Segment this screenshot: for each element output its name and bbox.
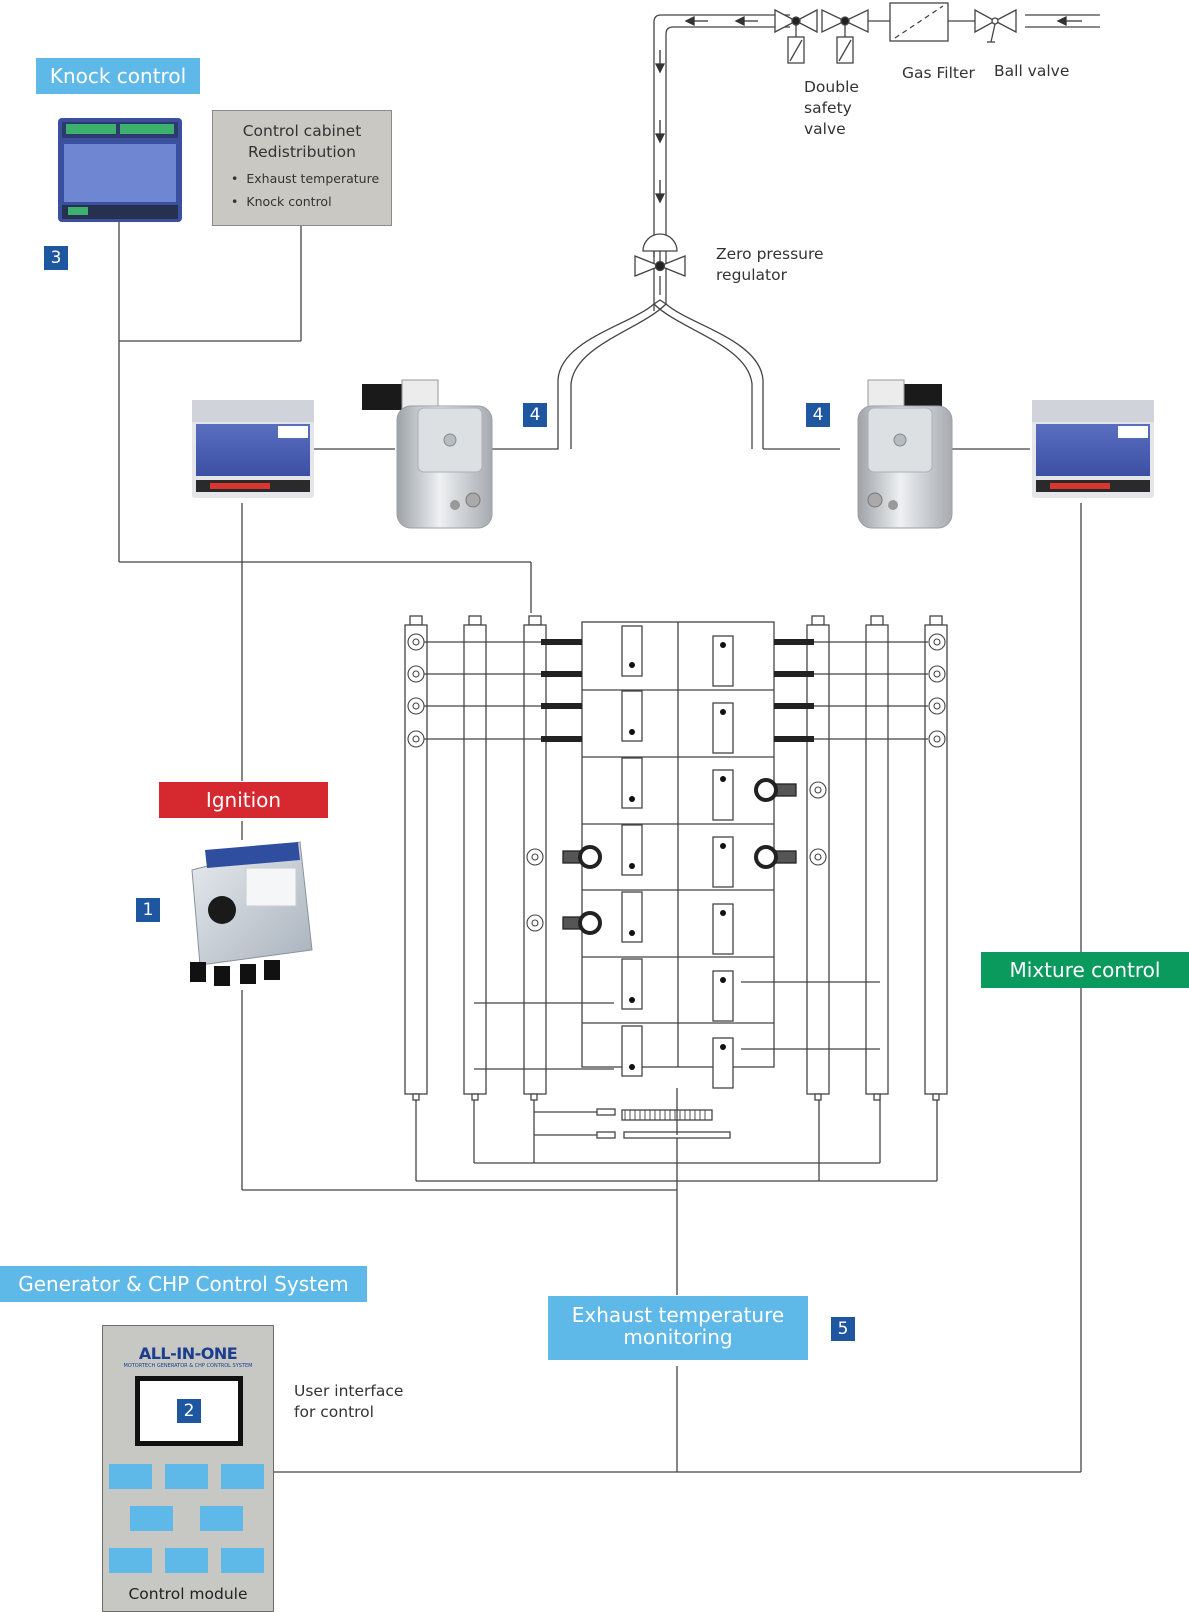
piston-dots	[629, 642, 726, 1070]
ignition-label: Ignition	[159, 782, 328, 818]
double-valve-line1: Double	[804, 78, 859, 96]
mixture-controller-device-left	[192, 400, 314, 498]
marker-1: 1	[136, 898, 160, 922]
control-module-screen: 2	[135, 1376, 243, 1446]
gas-mixer-valve-right	[857, 379, 953, 529]
regulator-line2: regulator	[716, 266, 787, 284]
marker-3: 3	[44, 246, 68, 270]
cabinet-title: Control cabinet Redistribution	[213, 121, 391, 163]
knock-control-label: Knock control	[36, 58, 200, 94]
double-safety-valve-icon	[774, 8, 869, 64]
control-key[interactable]	[221, 1464, 264, 1489]
double-safety-valve-label: Double safety valve	[804, 77, 874, 140]
marker-4-right: 4	[806, 403, 830, 427]
flow-arrows	[654, 15, 1082, 204]
control-cabinet-box: Control cabinet Redistribution Exhaust t…	[212, 110, 392, 226]
control-key[interactable]	[165, 1548, 208, 1573]
regulator-line1: Zero pressure	[716, 245, 824, 263]
ball-valve-label: Ball valve	[994, 62, 1070, 80]
ignition-controller-device	[190, 841, 313, 986]
exhaust-temperature-label: Exhaust temperature monitoring	[548, 1296, 808, 1360]
gas-pipe	[480, 14, 1100, 450]
marker-2: 2	[177, 1399, 201, 1423]
ui-line1: User interface	[294, 1382, 404, 1400]
marker-5: 5	[831, 1317, 855, 1341]
double-valve-line3: valve	[804, 120, 846, 138]
gas-filter-icon	[868, 2, 975, 42]
exhaust-label-line2: monitoring	[623, 1325, 733, 1349]
cabinet-title-line1: Control cabinet	[242, 122, 362, 140]
double-valve-line2: safety	[804, 99, 852, 117]
mixture-control-label: Mixture control	[981, 952, 1189, 988]
zero-pressure-regulator-label: Zero pressure regulator	[716, 244, 824, 286]
cabinet-title-line2: Redistribution	[248, 143, 356, 161]
control-module-label: Control module	[128, 1585, 248, 1603]
control-key[interactable]	[165, 1464, 208, 1489]
control-wiring	[118, 222, 1082, 1473]
control-key[interactable]	[130, 1506, 173, 1531]
control-key[interactable]	[109, 1548, 152, 1573]
detonation-control-device	[58, 118, 182, 222]
control-key[interactable]	[221, 1548, 264, 1573]
generator-chp-label: Generator & CHP Control System	[0, 1266, 367, 1302]
all-in-one-logo-subtitle: MOTORTECH GENERATOR & CHP CONTROL SYSTEM	[123, 1363, 253, 1369]
engine-block	[404, 615, 948, 1139]
marker-4-left: 4	[523, 403, 547, 427]
zero-pressure-regulator-icon	[634, 233, 686, 295]
gas-filter-label: Gas Filter	[902, 64, 975, 82]
cabinet-item: Exhaust temperature	[231, 167, 391, 190]
knock-sensor-bars	[541, 639, 814, 742]
user-interface-label: User interface for control	[294, 1381, 403, 1423]
spark-plug-icons	[562, 778, 797, 935]
control-module-panel: ALL-IN-ONE MOTORTECH GENERATOR & CHP CON…	[102, 1325, 274, 1612]
control-key[interactable]	[200, 1506, 243, 1531]
control-key[interactable]	[109, 1464, 152, 1489]
ball-valve-icon	[974, 8, 1017, 43]
exhaust-label-line1: Exhaust temperature	[571, 1303, 785, 1327]
cabinet-items: Exhaust temperature Knock control	[213, 167, 391, 213]
all-in-one-logo: ALL-IN-ONE	[138, 1344, 238, 1363]
cabinet-item: Knock control	[231, 190, 391, 213]
gas-mixer-valve-left	[362, 379, 493, 529]
ui-line2: for control	[294, 1403, 374, 1421]
mixture-controller-device-right	[1032, 400, 1154, 498]
